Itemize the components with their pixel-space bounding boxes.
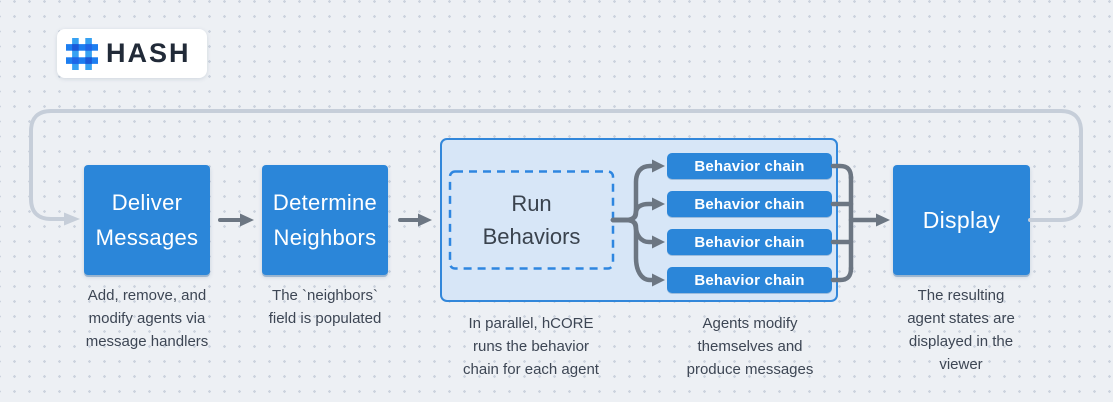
caption-display: The resulting agent states are displayed…	[907, 287, 1015, 373]
behavior-chain-label: Behavior chain	[694, 157, 805, 175]
node-display-label: Display	[922, 206, 1001, 233]
behavior-chain-label: Behavior chain	[694, 271, 805, 289]
merge-chains-to-display	[830, 163, 890, 283]
behavior-chain-label: Behavior chain	[694, 195, 805, 213]
behavior-chain-label: Behavior chain	[694, 233, 805, 251]
node-deliver-label: Deliver Messages	[95, 190, 199, 250]
arrow-deliver-to-determine	[218, 213, 254, 227]
caption-behavior-chains: Agents modify themselves and produce mes…	[686, 315, 814, 378]
behavior-chain-box: Behavior chain	[667, 267, 832, 293]
node-determine-neighbors: Determine Neighbors	[262, 165, 388, 275]
hash-logo-card: HASH	[57, 29, 207, 78]
run-behaviors-label: Run Behaviors	[482, 191, 581, 249]
node-determine-label: Determine Neighbors	[272, 190, 378, 250]
behavior-chain-box: Behavior chain	[667, 191, 832, 217]
node-deliver-messages: Deliver Messages	[84, 165, 210, 275]
caption-deliver: Add, remove, and modify agents via messa…	[85, 287, 209, 350]
hash-icon	[66, 37, 98, 70]
caption-run-behaviors: In parallel, hCORE runs the behavior cha…	[463, 315, 599, 378]
caption-determine: The `neighbors` field is populated	[268, 287, 382, 327]
logo-title: HASH	[106, 38, 191, 68]
arrow-determine-to-run	[398, 213, 432, 227]
behavior-chain-box: Behavior chain	[667, 153, 832, 179]
node-display: Display	[893, 165, 1030, 275]
behavior-chain-box: Behavior chain	[667, 229, 832, 255]
